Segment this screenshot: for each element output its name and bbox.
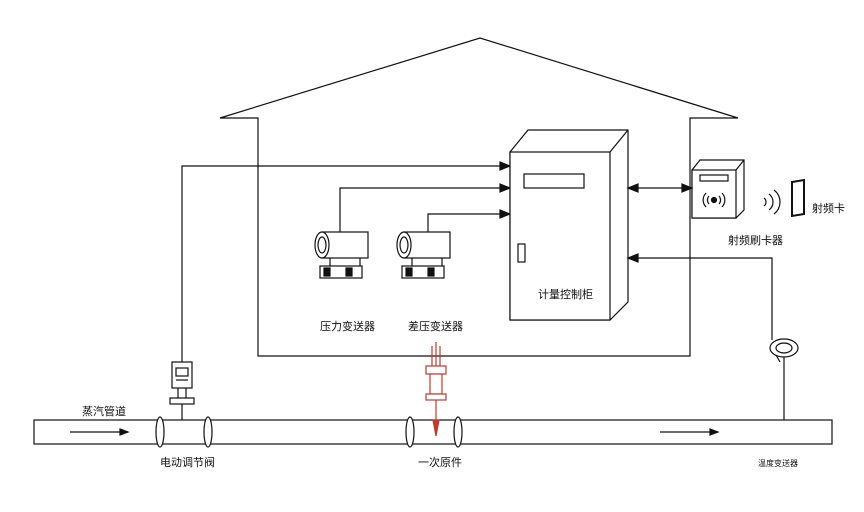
label-rf-card: 射频卡 [812, 201, 845, 215]
rf-card-reader-icon [691, 159, 745, 219]
electric-valve [169, 361, 195, 420]
label-steam-pipe: 蒸汽管道 [82, 404, 126, 418]
label-electric-valve: 电动调节阀 [160, 455, 215, 469]
house-outline [219, 37, 739, 357]
pipe-flange [155, 416, 165, 448]
pressure-signal-line [339, 187, 510, 232]
primary-element-icon [425, 342, 447, 437]
valve-signal-line [181, 165, 510, 362]
temperature-signal-line [628, 257, 773, 340]
dp-transmitter-icon [396, 231, 451, 279]
wireless-icon [763, 189, 781, 215]
label-rf-card-reader: 射频刷卡器 [728, 233, 783, 247]
pipe-flange [405, 416, 415, 448]
rf-card-icon [791, 178, 805, 218]
dp-signal-line [427, 213, 510, 232]
temperature-transmitter-icon [769, 338, 799, 420]
label-primary-element: 一次原件 [418, 455, 462, 469]
pipe-flange [453, 416, 463, 448]
pressure-transmitter-icon [314, 231, 369, 279]
label-metering-cabinet: 计量控制柜 [538, 287, 593, 301]
label-pressure-transmitter: 压力变送器 [320, 319, 375, 333]
metering-cabinet [509, 129, 629, 321]
label-dp-transmitter: 差压变送器 [408, 319, 463, 333]
label-temperature-transmitter: 温度变送器 [758, 458, 798, 468]
flow-arrow-right [660, 428, 720, 436]
pipe-flange [203, 416, 213, 448]
flow-arrow-left [70, 428, 130, 436]
